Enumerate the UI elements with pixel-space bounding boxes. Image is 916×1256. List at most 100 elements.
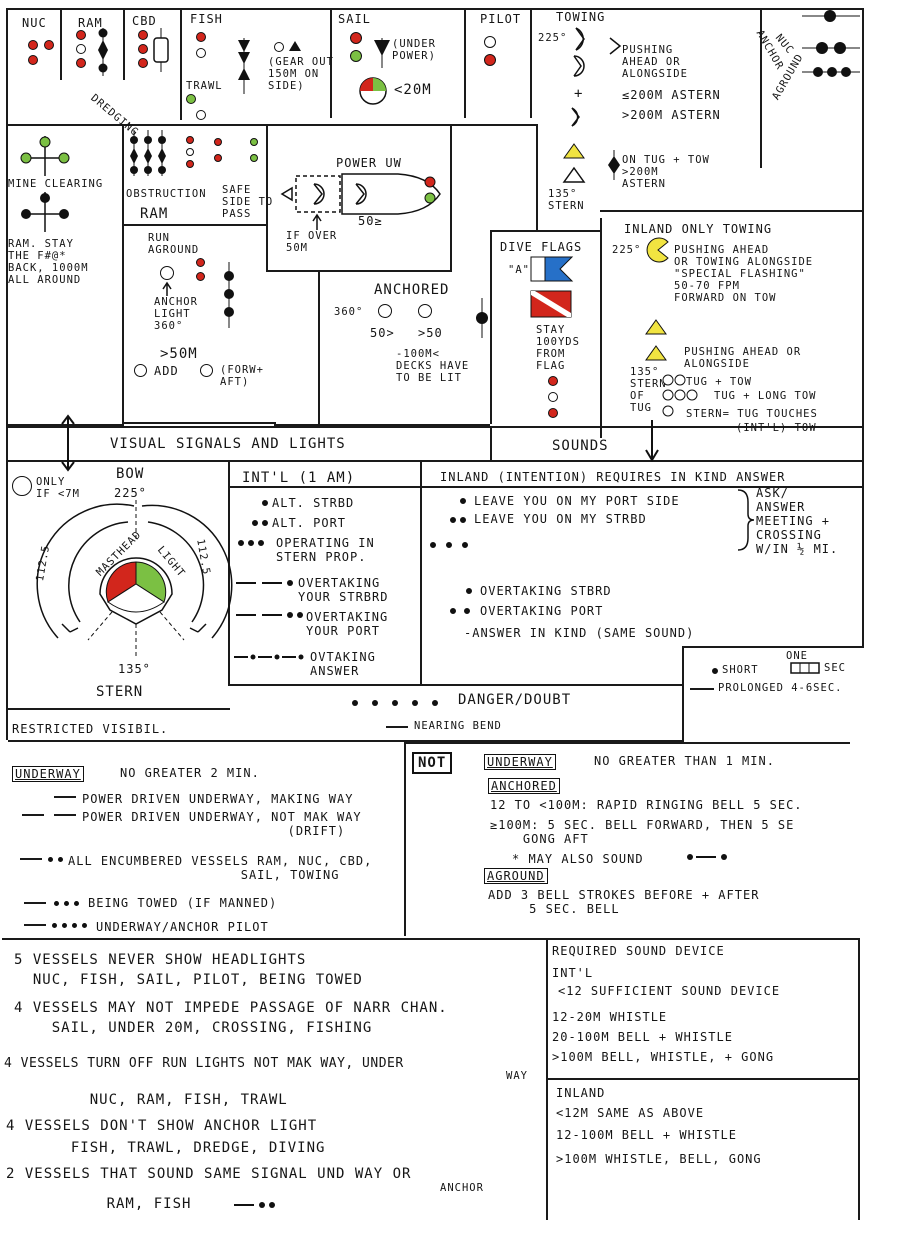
red-light-icon — [28, 55, 38, 65]
restricted-label: RESTRICTED VISIBIL. — [12, 722, 169, 736]
red-light-icon — [196, 32, 206, 42]
shapes-ball-diamond-icon — [98, 28, 108, 76]
short-blast-icon — [64, 901, 69, 906]
short-blast-icon — [430, 542, 436, 548]
red-light-icon — [186, 160, 194, 168]
intl-row: OPERATING IN STERN PROP. — [276, 536, 375, 564]
not-underway-limit: NO GREATER THAN 1 MIN. — [594, 754, 775, 768]
power-uw-label: POWER UW — [336, 156, 402, 170]
aground-title: AGROUND — [484, 868, 548, 884]
white-light-icon — [418, 304, 432, 318]
underway-row: POWER DRIVEN UNDERWAY, MAKING WAY — [82, 792, 354, 806]
ask-label: ASK/ ANSWER MEETING + CROSSING W/IN ½ MI… — [756, 486, 839, 556]
ram-stay-label: RAM. STAY THE F#@* BACK, 1000M ALL AROUN… — [8, 238, 89, 286]
leave-port-label: LEAVE YOU ON MY PORT SIDE — [474, 494, 680, 508]
yellow-triangle-icon — [645, 345, 667, 361]
prolonged-blast-icon — [236, 612, 303, 618]
divider — [450, 124, 452, 272]
ram-shape-icon — [21, 192, 69, 232]
device-row: <12 SUFFICIENT SOUND DEVICE — [558, 984, 781, 998]
divider — [123, 8, 125, 80]
red-light-icon — [548, 408, 558, 418]
rule-line: 4 VESSELS MAY NOT IMPEDE PASSAGE OF NARR… — [14, 1000, 448, 1016]
special-flashing-icon — [646, 237, 669, 263]
divider — [530, 8, 532, 118]
anchored-row: * MAY ALSO SOUND — [512, 852, 644, 866]
inland-towing-title: INLAND ONLY TOWING — [624, 222, 773, 236]
underway-limit: NO GREATER 2 MIN. — [120, 766, 260, 780]
fifty-label: 50≥ — [358, 214, 383, 228]
device-row: 12-20M WHISTLE — [552, 1010, 668, 1024]
boxed-one-icon — [790, 662, 820, 674]
tug-lights-icon — [662, 374, 698, 417]
gt50-label: >50M — [160, 346, 198, 362]
a50-label: 50> — [370, 326, 395, 340]
white-light-icon — [378, 304, 392, 318]
prolonged-blast-icon — [54, 796, 76, 798]
divider — [122, 422, 276, 424]
anchor-ball-icon — [476, 298, 488, 338]
double-arrow-icon — [61, 414, 75, 472]
intl-row: ALT. STRBD — [272, 496, 355, 510]
divider — [600, 218, 602, 438]
divider — [8, 740, 684, 742]
overtake-strbd-label: OVERTAKING YOUR STRBRD — [298, 576, 389, 604]
le200-label: ≤200M ASTERN — [622, 88, 721, 102]
gear-out-label: (GEAR OUT 150M ON SIDE) — [268, 56, 334, 92]
anchor-light-label: ANCHOR LIGHT 360° — [154, 296, 198, 332]
under-power-label: (UNDER POWER) — [392, 38, 436, 62]
short-blast-icon — [258, 540, 264, 546]
overtake-port-label: OVERTAKING YOUR PORT — [306, 610, 389, 638]
brace-icon — [737, 489, 755, 551]
divider — [266, 270, 452, 272]
anchored-label: ANCHORED — [374, 282, 450, 298]
red-light-icon — [548, 376, 558, 386]
up-arrow-icon — [162, 281, 172, 296]
alpha-flag-icon — [530, 256, 574, 282]
device-row: 12-100M BELL + WHISTLE — [556, 1128, 737, 1142]
not-underway-title2: UNDERWAY — [484, 754, 556, 770]
red-light-icon — [28, 40, 38, 50]
ovtaking-label: OVTAKING ANSWER — [310, 650, 376, 678]
short-blast-icon — [252, 520, 258, 526]
short-blast-icon — [62, 923, 67, 928]
deg225-label: 225° — [538, 32, 568, 44]
deg135-bow-label: 135° — [118, 662, 151, 676]
short-blast-icon — [72, 923, 77, 928]
short-blast-icon — [262, 520, 268, 526]
red-light-icon — [214, 154, 222, 162]
red-light-icon — [186, 136, 194, 144]
green-light-icon — [186, 94, 196, 104]
gt200-label: >200M ASTERN — [622, 108, 721, 122]
power-vessel-icon — [280, 173, 441, 215]
diamond-icon — [608, 150, 620, 180]
prolonged-blast-icon — [690, 688, 714, 690]
red-light-icon — [76, 58, 86, 68]
safe-label: SAFE SIDE TO PASS — [222, 184, 274, 220]
fwd-aft-label: (FORW+ AFT) — [220, 364, 264, 388]
prolonged-blast-icon — [20, 858, 42, 860]
pilot-label: PILOT — [480, 12, 522, 26]
underway-row: UNDERWAY/ANCHOR PILOT — [96, 920, 269, 934]
short-blast-icon — [58, 857, 63, 862]
divider — [122, 124, 124, 424]
divider — [318, 270, 320, 424]
device-row: 20-100M BELL + WHISTLE — [552, 1030, 733, 1044]
obstruction-shapes-icon — [130, 130, 166, 176]
divider — [8, 124, 130, 126]
yellow-triangle-icon — [645, 319, 667, 335]
divider — [180, 8, 182, 120]
green-light-icon — [250, 154, 258, 162]
device-inland: INLAND — [556, 1086, 606, 1100]
divider — [274, 424, 490, 426]
if-over-label: IF OVER 50M — [286, 230, 338, 254]
divider — [8, 424, 124, 426]
red-light-icon — [138, 44, 148, 54]
stern-touch-label: STERN= TUG TOUCHES — [686, 408, 818, 420]
divider — [122, 224, 268, 226]
divider — [266, 124, 536, 126]
run-aground-label: RUN AGROUND — [148, 232, 200, 256]
underway-row: ALL ENCUMBERED VESSELS RAM, NUC, CBD, SA… — [68, 854, 373, 882]
deg225-bow-label: 225° — [114, 486, 147, 500]
down-arrow-icon — [645, 420, 659, 462]
